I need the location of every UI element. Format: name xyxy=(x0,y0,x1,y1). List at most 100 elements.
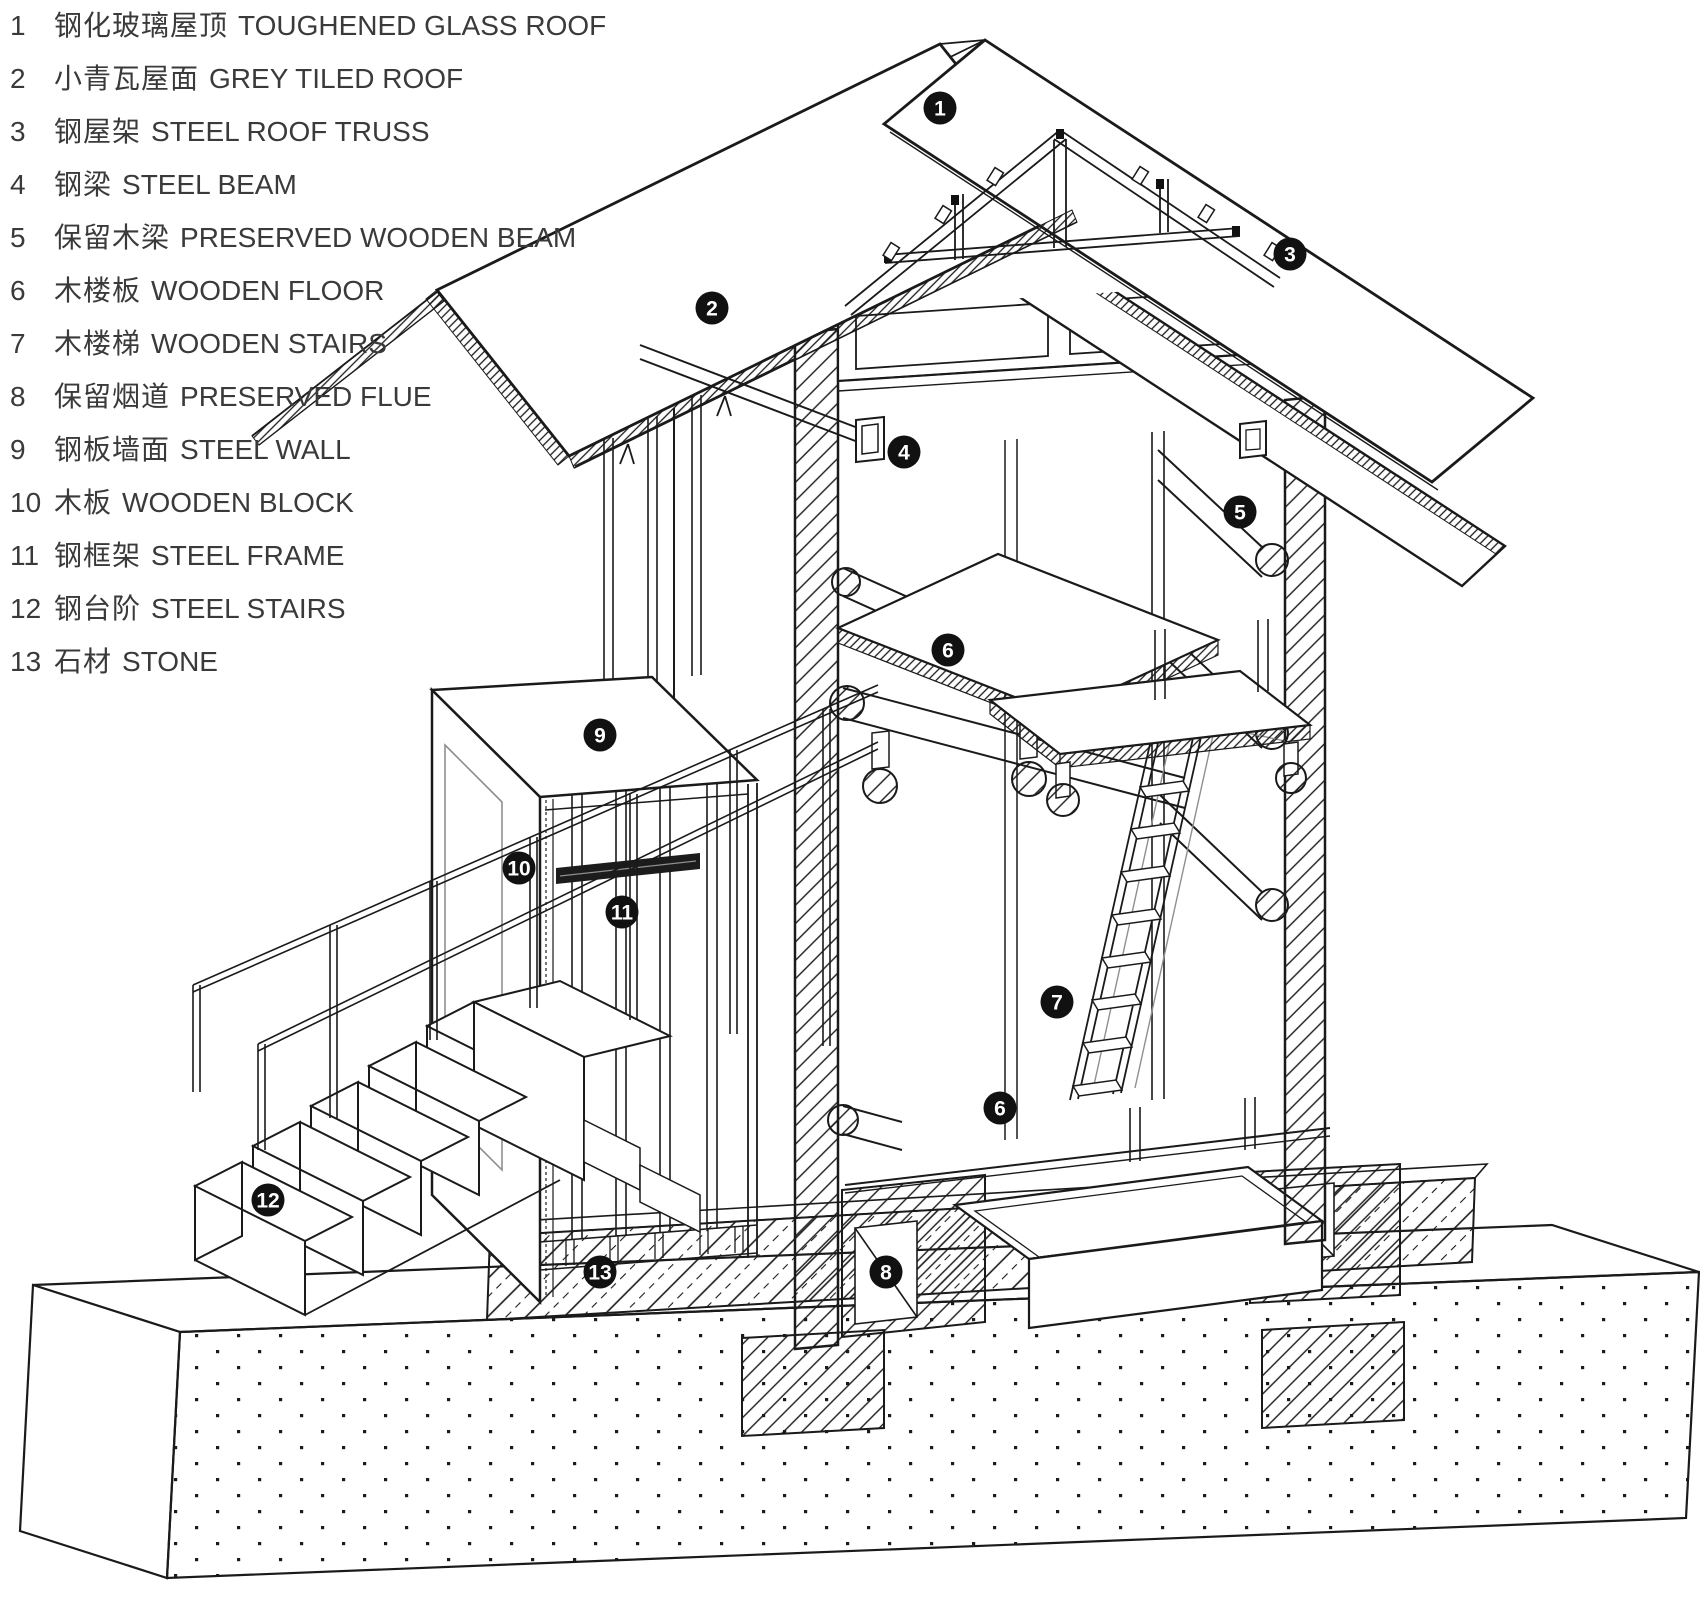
beam-end-circle xyxy=(827,1104,859,1136)
legend-label-en: STEEL BEAM xyxy=(122,169,297,200)
svg-text:7: 7 xyxy=(1051,992,1063,1015)
callout-badge-2: 2 xyxy=(695,291,729,325)
svg-text:9: 9 xyxy=(594,725,606,748)
callout-badge-5: 5 xyxy=(1223,495,1257,529)
beam-end-circle xyxy=(831,567,861,597)
landing-notch-step xyxy=(583,1118,641,1192)
annex-floor-joists xyxy=(565,1226,744,1266)
legend-number: 13 xyxy=(10,646,42,677)
legend-label-zh: 石材 xyxy=(54,646,113,677)
tile-left-edge-band xyxy=(425,289,570,466)
svg-text:11: 11 xyxy=(611,902,634,925)
eave-overhang-line-2 xyxy=(258,300,445,446)
callout-badge-4: 4 xyxy=(887,435,921,469)
ladder-rung xyxy=(1071,1079,1124,1097)
sunken-box xyxy=(952,1165,1325,1330)
glass-roof-right-plane xyxy=(881,38,1536,484)
svg-text:2: 2 xyxy=(706,298,718,321)
column-footings xyxy=(741,1320,1405,1438)
floor-posts xyxy=(1129,1097,1256,1162)
legend-label-en: STEEL STAIRS xyxy=(151,593,346,624)
legend-label-zh: 小青瓦屋面 xyxy=(54,63,200,94)
roof-assembly xyxy=(251,38,1536,588)
legend-label-zh: 木楼板 xyxy=(54,275,142,306)
walkway-posts xyxy=(1154,619,1269,700)
beam-end-circle xyxy=(1011,761,1047,797)
legend-item-2: 2 小青瓦屋面 GREY TILED ROOF xyxy=(10,57,606,110)
truss-members xyxy=(844,129,1281,316)
left-column xyxy=(793,327,840,1351)
callout-badge-13: 13 xyxy=(583,1255,617,1289)
preserved-flue xyxy=(841,1173,986,1339)
callout-badge-12: 12 xyxy=(251,1183,285,1217)
callout-badge-6-upper: 6 xyxy=(931,633,965,667)
ladder-rung xyxy=(1110,908,1163,926)
callout-badges: 1 2 3 4 5 6 7 6 8 9 10 11 12 13 xyxy=(251,91,1307,1289)
callout-badge-7: 7 xyxy=(1040,985,1074,1019)
svg-text:1: 1 xyxy=(934,98,946,121)
glass-roof-inner-edge xyxy=(889,131,1439,491)
legend-number: 11 xyxy=(10,540,40,571)
steel-frame-bar-highlight xyxy=(559,860,697,877)
legend-number: 1 xyxy=(10,10,26,41)
annex-floor-joist-band xyxy=(539,1224,758,1271)
steel-beam-end-cap-right xyxy=(1239,419,1267,460)
floor-front-edge-2 xyxy=(844,1135,1331,1194)
eave-brackets xyxy=(619,395,732,465)
annex-box xyxy=(429,675,760,1305)
svg-text:12: 12 xyxy=(256,1190,279,1213)
legend-label-en: STONE xyxy=(122,646,218,677)
legend-label-zh: 钢框架 xyxy=(54,540,142,571)
svg-text:6: 6 xyxy=(942,640,954,663)
legend-label-en: WOODEN BLOCK xyxy=(122,487,354,518)
steel-beam-end-inner-right xyxy=(1245,428,1261,451)
ladder-rung xyxy=(1129,822,1182,840)
beam-right-1 xyxy=(1157,449,1263,578)
annex-door-outline xyxy=(444,743,503,1172)
legend-label-en: PRESERVED WOODEN BEAM xyxy=(180,222,577,253)
columns xyxy=(793,327,1327,1351)
svg-text:13: 13 xyxy=(588,1262,611,1285)
walkway-plank xyxy=(987,619,1313,817)
ladder-rung xyxy=(1138,780,1191,798)
base-left-end-face xyxy=(18,1283,182,1580)
beam-panel-inset-left xyxy=(855,302,1049,370)
legend-label-en: PRESERVED FLUE xyxy=(180,381,432,412)
legend-label-zh: 钢梁 xyxy=(54,169,113,200)
plank-foot xyxy=(871,730,890,770)
legend-label-zh: 钢板墙面 xyxy=(54,434,171,465)
annex-roof-under-edge xyxy=(544,793,749,811)
steel-beam-end-cap xyxy=(855,415,885,464)
callout-badge-11: 11 xyxy=(605,895,639,929)
beam-end-circle xyxy=(1255,543,1289,577)
legend-number: 2 xyxy=(10,63,26,94)
ladder-rung xyxy=(1100,951,1153,969)
eave-overhang-line xyxy=(251,291,438,437)
landing-notch-step xyxy=(639,1163,701,1234)
legend-label-en: WOODEN STAIRS xyxy=(151,328,387,359)
legend-label-zh: 钢台阶 xyxy=(54,593,142,624)
floor-front-edge xyxy=(844,1127,1331,1186)
svg-text:4: 4 xyxy=(898,442,910,465)
legend-number: 4 xyxy=(10,169,26,200)
legend-label-en: GREY TILED ROOF xyxy=(209,63,464,94)
left-eave-studs xyxy=(603,395,702,700)
railing-rails xyxy=(192,684,879,1052)
legend-label-zh: 木楼梯 xyxy=(54,328,142,359)
legend-label-zh: 木板 xyxy=(54,487,113,518)
steel-beam xyxy=(639,344,1267,464)
legend-item-13: 13 石材 STONE xyxy=(10,640,606,693)
svg-text:3: 3 xyxy=(1284,244,1296,267)
legend-label-zh: 钢屋架 xyxy=(54,116,142,147)
beam-end-circle xyxy=(1255,888,1289,922)
legend-label-en: STEEL FRAME xyxy=(151,540,345,571)
legend-label-en: TOUGHENED GLASS ROOF xyxy=(238,10,607,41)
